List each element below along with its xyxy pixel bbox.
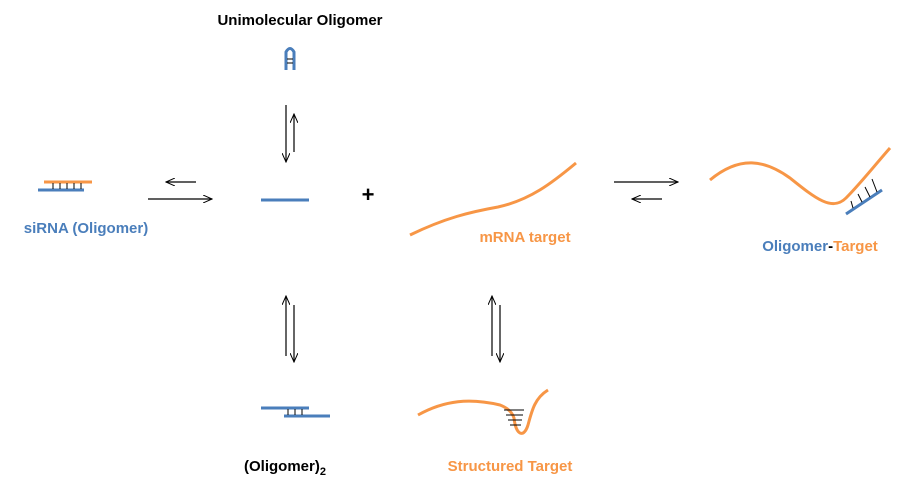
mrna-target-label: mRNA target [479,229,570,246]
plus-sign: + [362,182,375,207]
sirna-oligomer-label: siRNA (Oligomer) [24,220,148,237]
equilibrium-arrows-left [148,182,212,199]
equilibrium-arrows-top [286,105,294,162]
mrna-target-strand [409,161,577,237]
hairpin-oligomer-icon [284,47,296,70]
oligomer-dimer-label: (Oligomer)2 [244,458,326,478]
oligomer-target-complex-icon [709,147,892,216]
structured-target-label: Structured Target [448,458,573,475]
sirna-duplex-icon [38,180,92,192]
equilibrium-arrows-lower-right [492,296,500,362]
unimolecular-oligomer-label: Unimolecular Oligomer [217,12,382,29]
oligomer-dimer-icon [261,406,330,418]
structured-target-icon [417,388,549,435]
oligomer-target-label: Oligomer-Target [762,238,878,255]
equilibrium-arrows-lower-left [286,296,294,362]
equilibrium-arrows-right [614,182,678,199]
